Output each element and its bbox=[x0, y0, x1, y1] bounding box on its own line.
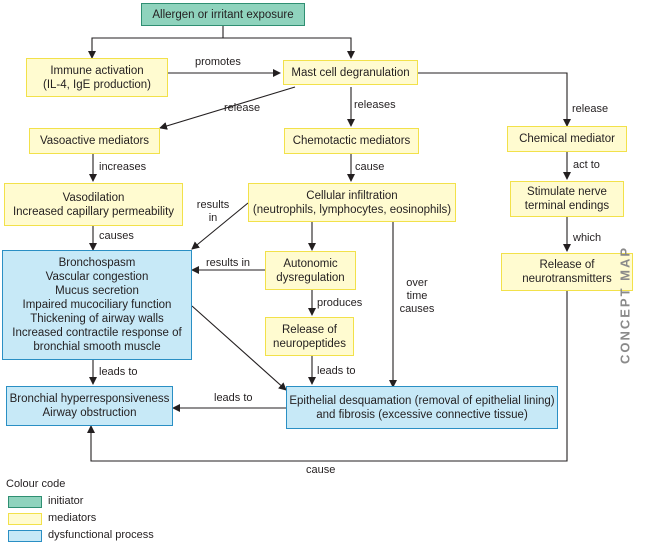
immune-activation-node: Immune activation (IL-4, IgE production) bbox=[26, 58, 168, 97]
act-to-label: act to bbox=[573, 159, 600, 171]
produces-label: produces bbox=[317, 297, 363, 309]
release-left-label: release bbox=[224, 102, 261, 114]
cause-bottom-label: cause bbox=[306, 464, 336, 476]
promotes-label: promotes bbox=[195, 56, 241, 68]
increases-label: increases bbox=[99, 161, 147, 173]
which-label: which bbox=[573, 232, 602, 244]
vasodilation-node: Vasodilation Increased capillary permeab… bbox=[4, 183, 183, 226]
autonomic-dysregulation-node: Autonomic dysregulation bbox=[265, 251, 356, 290]
releases-mid-label: releases bbox=[354, 99, 396, 111]
legend-title: Colour code bbox=[6, 478, 66, 490]
cellular-infiltration-node: Cellular infiltration (neutrophils, lymp… bbox=[248, 183, 456, 222]
epithelial-desquamation-node: Epithelial desquamation (removal of epit… bbox=[286, 386, 558, 429]
legend-label-dysfunctional: dysfunctional process bbox=[48, 529, 154, 541]
chemical-mediator-node: Chemical mediator bbox=[507, 126, 627, 152]
release-neurotransmitters-node: Release of neurotransmitters bbox=[501, 253, 633, 291]
causes-left-label: causes bbox=[99, 230, 134, 242]
bronchial-hyperresponsiveness-node: Bronchial hyperresponsiveness Airway obs… bbox=[6, 386, 173, 426]
leads-to-left-label: leads to bbox=[99, 366, 138, 378]
release-neuropeptides-node: Release of neuropeptides bbox=[265, 317, 354, 356]
legend-label-mediators: mediators bbox=[48, 512, 97, 524]
allergen-exposure-node: Allergen or irritant exposure bbox=[141, 3, 305, 26]
side-title: CONCEPT MAP bbox=[600, 230, 650, 380]
vasoactive-mediators-node: Vasoactive mediators bbox=[29, 128, 160, 154]
legend-swatch-initiator bbox=[8, 496, 42, 508]
results-in-label: results in bbox=[206, 257, 251, 269]
legend-swatch-dysfunctional bbox=[8, 530, 42, 542]
legend-swatch-mediators bbox=[8, 513, 42, 525]
chemotactic-mediators-node: Chemotactic mediators bbox=[284, 128, 419, 154]
cause-mid-label: cause bbox=[355, 161, 385, 173]
mast-cell-degranulation-node: Mast cell degranulation bbox=[283, 60, 418, 85]
over-time-causes-label: over time causes bbox=[399, 277, 435, 315]
bronchospasm-node: Bronchospasm Vascular congestion Mucus s… bbox=[2, 250, 192, 360]
concept-map-title: CONCEPT MAP bbox=[617, 245, 633, 365]
release-right-label: release bbox=[572, 103, 609, 115]
leads-to-bottom-label: leads to bbox=[214, 392, 253, 404]
legend-label-initiator: initiator bbox=[48, 495, 84, 507]
stimulate-nerve-node: Stimulate nerve terminal endings bbox=[510, 181, 624, 217]
leads-to-mid-label: leads to bbox=[317, 365, 356, 377]
results-in-diagonal-label: results in bbox=[196, 199, 230, 224]
